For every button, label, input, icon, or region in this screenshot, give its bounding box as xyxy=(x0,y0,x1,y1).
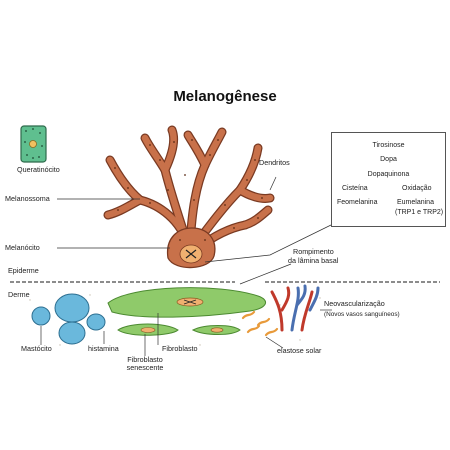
blood-vessels xyxy=(270,284,320,332)
label-melanocito: Melanócito xyxy=(5,243,40,252)
label-derme: Derme xyxy=(8,290,30,299)
pathway-dopa: Dopa xyxy=(380,156,397,163)
pathway-feomelanina: Feomelanina xyxy=(337,199,378,206)
label-fibroblasto-senescente: Fibroblasto senescente xyxy=(120,355,170,373)
label-histamina: histamina xyxy=(88,344,119,353)
label-mastocito: Mastócito xyxy=(21,344,52,353)
label-elastose-solar: elastose solar xyxy=(277,346,322,355)
pathway-oxidacao: Oxidação xyxy=(402,185,432,192)
melanosome-dots xyxy=(114,139,263,241)
pathway-tirosinose: Tirosinose xyxy=(372,142,405,149)
leader-lines xyxy=(57,176,332,285)
pathway-cisteina: Cisteína xyxy=(342,185,368,192)
melanogenesis-pathway-box: Tirosinose Dopa Dopaquinona Cisteína Oxi… xyxy=(331,132,446,227)
diagram-title: Melanogênese xyxy=(173,88,277,105)
label-rompimento-line1: Rompimento xyxy=(293,247,334,256)
label-rompimento-line2: da lâmina basal xyxy=(288,256,339,265)
pathway-eumelanina: Eumelanina xyxy=(397,199,434,206)
label-fibroblasto-senescente-line2: senescente xyxy=(126,363,164,373)
label-dendritos: Dendritos xyxy=(259,158,290,167)
label-neovascularizacao: Neovascularização xyxy=(324,299,385,308)
label-epiderme: Epiderme xyxy=(8,266,39,275)
label-novos-vasos: (Novos vasos sanguíneos) xyxy=(324,311,400,318)
elastose-fibers xyxy=(241,310,279,337)
label-fibroblasto: Fibroblasto xyxy=(162,344,198,353)
keratinocyte-cell xyxy=(20,125,47,163)
label-fibroblasto-senescente-line1: Fibroblasto xyxy=(127,355,163,364)
bottom-leader-lines xyxy=(40,309,332,356)
pathway-trp: (TRP1 e TRP2) xyxy=(395,209,444,216)
melanocyte-body xyxy=(166,227,216,269)
fibroblast-cells xyxy=(107,287,266,336)
label-queratinocito: Queratinócito xyxy=(17,165,60,174)
mast-cells xyxy=(31,293,106,345)
label-melanossoma: Melanossoma xyxy=(5,194,50,203)
pathway-dopaquinona: Dopaquinona xyxy=(367,171,410,178)
